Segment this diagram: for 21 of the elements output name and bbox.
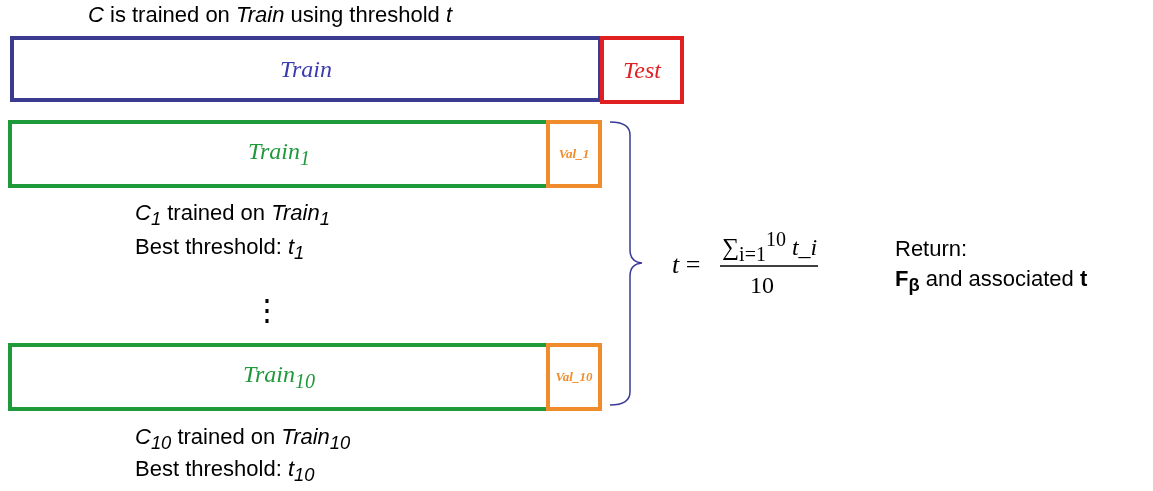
formula-denominator: 10 xyxy=(750,272,774,299)
box-label: Train$_{1}$ xyxy=(248,138,310,170)
result-text: F$_{β}$ and associated t xyxy=(895,266,1088,297)
box-label: Test xyxy=(623,56,661,84)
train-set-box xyxy=(10,36,602,102)
test-set-box xyxy=(600,36,684,104)
caption-text: C is trained on Train using threshold t xyxy=(88,2,453,28)
formula-text: t = xyxy=(672,250,701,280)
fold-description: C$_{10}$ trained on Train$_{10}$ xyxy=(135,424,351,455)
box-label: Train$_{10}$ xyxy=(243,361,315,393)
formula-numerator: ∑$_{i=1}$$^{10}$ t_i xyxy=(722,228,818,266)
vertical-ellipsis: ⋮ xyxy=(252,292,282,327)
box-label: Val_1 xyxy=(558,146,590,162)
box-label: Train xyxy=(280,55,332,83)
box-label: Val_10 xyxy=(555,369,593,385)
result-heading: Return: xyxy=(895,236,968,262)
threshold-text: Best threshold: t$_{10}$ xyxy=(135,456,315,487)
validation-fold-box xyxy=(546,120,602,188)
fold-description: C$_{1}$ trained on Train$_{1}$ xyxy=(135,200,330,231)
threshold-text: Best threshold: t$_{1}$ xyxy=(135,234,305,265)
validation-fold-box xyxy=(546,343,602,411)
